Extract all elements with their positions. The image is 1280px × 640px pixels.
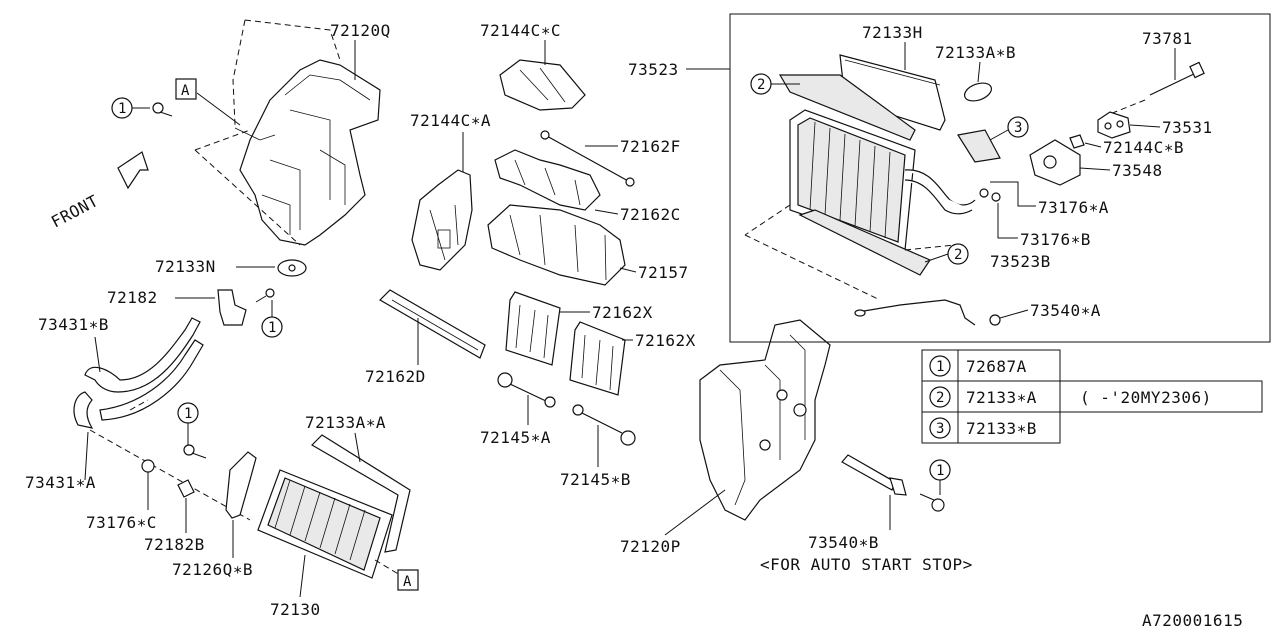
label-72120Q: 72120Q <box>330 21 391 40</box>
label-72144CB: 72144C∗B <box>1103 138 1184 157</box>
link-72162C <box>494 149 601 211</box>
legend-mark-2: 2 <box>936 390 944 406</box>
screw-lower <box>183 444 207 459</box>
label-73176C: 73176∗C <box>86 513 157 532</box>
bracket-72126QB <box>225 451 257 519</box>
legend-table: 1 72687A 2 72133∗A ( -'20MY2306) 3 72133… <box>921 349 1263 444</box>
seal-72133AA <box>311 434 411 553</box>
legend-part-2: 72133∗A <box>966 388 1037 407</box>
legend-mark-3: 3 <box>936 421 944 437</box>
diagram-code: A720001615 <box>1142 611 1243 630</box>
circle-3-label: 3 <box>1014 120 1022 136</box>
label-72120P: 72120P <box>620 537 681 556</box>
label-73523: 73523 <box>628 60 679 79</box>
label-72182B: 72182B <box>144 535 205 554</box>
oring-73176B <box>991 192 1001 202</box>
legend-note-2: ( -'20MY2306) <box>1080 388 1212 407</box>
label-72162C: 72162C <box>620 205 681 224</box>
label-72145A: 72145∗A <box>480 428 551 447</box>
label-72144CA: 72144C∗A <box>410 111 491 130</box>
circle-1-mid-label: 1 <box>268 320 276 336</box>
duct-72144CC <box>499 59 586 111</box>
legend-part-1: 72687A <box>966 357 1027 376</box>
rod-72162F <box>540 130 635 187</box>
label-72162X-1: 72162X <box>592 303 653 322</box>
ref-box-a-bottom <box>397 569 419 591</box>
ref-box-a-top <box>175 78 197 100</box>
label-72162D: 72162D <box>365 367 426 386</box>
circle-1-lower-label: 1 <box>184 406 192 422</box>
sensor-73540B <box>841 454 907 496</box>
label-72133AB: 72133A∗B <box>935 43 1016 62</box>
circle-2-upper-label: 2 <box>757 77 765 93</box>
ref-box-a-top-label: A <box>181 83 190 99</box>
auto-start-stop-note: <FOR AUTO START STOP> <box>760 555 973 574</box>
label-72126QB: 72126Q∗B <box>172 560 253 579</box>
gasket-72133N <box>277 259 307 277</box>
label-72157: 72157 <box>638 263 689 282</box>
seal-strip-2-upper <box>778 74 916 141</box>
duct-72157 <box>487 204 626 286</box>
grommet-72133AB <box>963 82 993 102</box>
duct-72144CA <box>411 169 473 271</box>
label-73540A: 73540∗A <box>1030 301 1101 320</box>
valve-73531 <box>1097 111 1131 139</box>
label-72145B: 72145∗B <box>560 470 631 489</box>
door-72162X-2 <box>569 321 626 396</box>
sensor-73540A <box>854 299 1001 326</box>
oring-73176A <box>979 188 989 198</box>
screw-top-left <box>152 102 173 117</box>
label-73781: 73781 <box>1142 29 1193 48</box>
label-73531: 73531 <box>1162 118 1213 137</box>
shaft-72145A <box>497 372 556 408</box>
label-73548: 73548 <box>1112 161 1163 180</box>
circle-1-right-label: 1 <box>936 463 944 479</box>
evaporator-group-box <box>729 13 1271 343</box>
clip-72182B <box>177 479 195 498</box>
gasket-73548 <box>1029 139 1081 186</box>
label-72130: 72130 <box>270 600 321 619</box>
seal-3 <box>957 129 1001 163</box>
label-73431B: 73431∗B <box>38 315 109 334</box>
bolt-73781 <box>1149 61 1205 96</box>
ref-box-a-bottom-label: A <box>403 574 412 590</box>
legend-mark-1: 1 <box>936 359 944 375</box>
circle-3 <box>1007 116 1029 138</box>
circle-1-top-label: 1 <box>118 101 126 117</box>
label-72133H: 72133H <box>862 23 923 42</box>
door-72162X-1 <box>505 291 561 366</box>
label-72133AA: 72133A∗A <box>305 413 386 432</box>
label-73176B: 73176∗B <box>1020 230 1091 249</box>
label-72133N: 72133N <box>155 257 216 276</box>
bar-72162D <box>379 289 486 359</box>
heater-core-72130 <box>257 469 393 579</box>
heater-case-lower <box>699 319 831 521</box>
heater-case-upper <box>234 59 381 246</box>
pipe-73431 <box>73 317 204 429</box>
screw-right <box>919 493 945 512</box>
bracket-72182 <box>217 288 275 326</box>
legend-part-3: 72133∗B <box>966 419 1037 438</box>
shaft-72145B <box>572 404 636 446</box>
label-73431A: 73431∗A <box>25 473 96 492</box>
label-73176A: 73176∗A <box>1038 198 1109 217</box>
label-72162X-2: 72162X <box>635 331 696 350</box>
label-73540B: 73540∗B <box>808 533 879 552</box>
label-72144CC: 72144C∗C <box>480 21 561 40</box>
front-arrow: FRONT <box>48 151 149 232</box>
evaporator-core <box>789 109 916 251</box>
circle-2-lower-label: 2 <box>954 247 962 263</box>
clip-72144CB <box>1069 134 1085 149</box>
front-label: FRONT <box>48 191 102 232</box>
label-72162F: 72162F <box>620 137 681 156</box>
label-72182: 72182 <box>107 288 158 307</box>
oring-73176C <box>141 459 155 473</box>
label-73523B: 73523B <box>990 252 1051 271</box>
